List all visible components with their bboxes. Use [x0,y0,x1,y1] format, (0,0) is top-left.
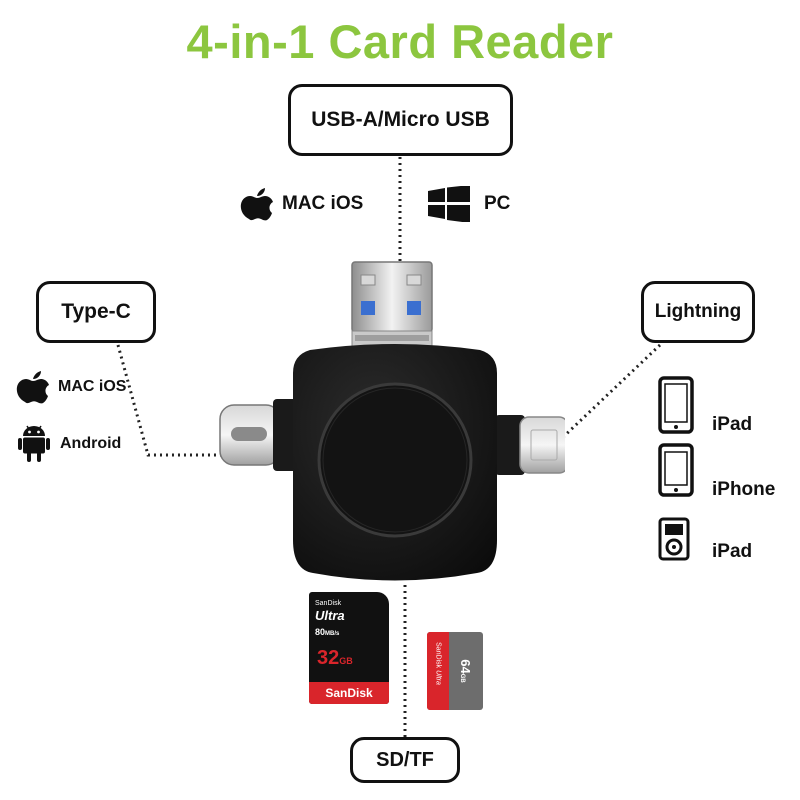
sd-card-capacity-unit: GB [339,656,353,666]
typec-connector-line [116,344,222,457]
sd-card-capacity: 32 [317,647,340,669]
typec-android-label: Android [60,435,122,452]
ipod-icon [658,517,690,561]
usb-label-box: USB-A/Micro USB [288,84,513,156]
typec-android: Android [18,424,121,464]
tf-card-capacity-unit: GB [459,673,465,683]
usb-mac-ios-label: MAC iOS [282,193,364,214]
tf-card-brand: SanDisk [434,642,442,669]
usb-mac-ios: MAC iOS [240,185,363,223]
sdtf-label: SD/TF [376,748,434,771]
typec-label: Type-C [61,300,131,323]
page-title: 4-in-1 Card Reader [186,15,614,68]
device-dial [317,382,473,538]
windows-icon [428,186,470,222]
device-label-iphone: iPhone [712,479,776,500]
lightning-plug [495,415,565,475]
type-c-plug [219,399,297,471]
tf-card: SanDisk Ultra 64GB [427,632,483,710]
sd-card-line: Ultra [315,608,345,623]
usb-label: USB-A/Micro USB [311,108,490,131]
device-label-ipad-2: iPad [712,541,753,562]
sdtf-label-box: SD/TF [350,737,460,783]
lightning-label: Lightning [654,301,742,322]
usb-a-plug [351,261,433,354]
ipad-icon [658,376,694,434]
typec-mac-ios-label: MAC iOS [58,378,127,395]
device-label-ipad-1: iPad [712,414,753,435]
typec-mac-ios: MAC iOS [16,368,126,406]
sd-card-speed: 80 [315,627,326,637]
sd-card: SanDisk Ultra 80MB/s 32GB SanDisk [309,592,389,704]
android-icon [18,425,50,462]
tf-card-line: Ultra [434,670,442,685]
usb-pc-label: PC [484,193,511,214]
iphone-icon [658,443,694,497]
typec-label-box: Type-C [36,281,156,343]
usb-pc: PC [428,186,510,222]
lightning-label-box: Lightning [641,281,755,343]
sd-card-brand: SanDisk [315,600,342,607]
tf-card-capacity: 64 [458,659,473,674]
sd-card-footer: SanDisk [309,682,389,704]
sd-card-speed-unit: MB/s [325,631,340,637]
apple-icon [16,371,49,404]
card-reader-device [219,261,565,581]
apple-icon [240,188,273,221]
lightning-connector-line [558,343,662,442]
